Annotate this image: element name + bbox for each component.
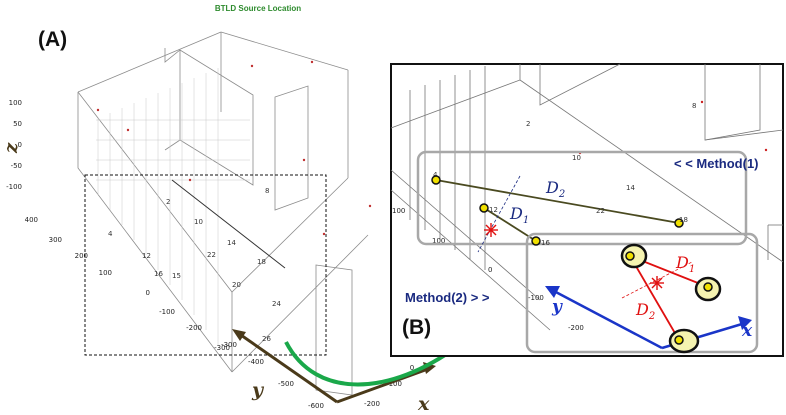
sensor-label: 2	[526, 120, 530, 128]
sensor-marker	[479, 203, 489, 213]
z-tick: -100	[6, 183, 22, 191]
x-tick: -200	[364, 400, 380, 408]
sensor-label: 22	[596, 207, 605, 215]
sensor-marker	[674, 218, 684, 228]
method1-line-d1	[483, 207, 537, 242]
x-tick: -100	[386, 380, 402, 388]
panel-a-sensor-labels: 2 4 8 10 12 14 15 16 18 20 22 24 26	[108, 187, 281, 343]
y-tick: -200	[186, 324, 202, 332]
sensor-label: 18	[257, 258, 266, 266]
z-tick: 0	[18, 141, 22, 149]
panel-a-points	[96, 60, 372, 236]
main-x-axis-label: x	[417, 393, 430, 415]
inset-tick: 100	[392, 207, 405, 215]
y-axis-ticks: 400 300 200 100 0 -100 -200 -300	[25, 216, 230, 352]
z-tick: 50	[13, 120, 22, 128]
x-tick: -600	[308, 402, 324, 410]
x-tick: -400	[248, 358, 264, 366]
y-tick: 300	[49, 236, 62, 244]
sensor-label: 14	[626, 184, 635, 192]
sensor-label: 14	[227, 239, 236, 247]
sensor-label: 10	[194, 218, 203, 226]
source-star-bottom	[650, 276, 664, 290]
sensor-highlight	[668, 328, 700, 354]
source-star-top	[484, 223, 498, 237]
zoom-region-box	[84, 174, 327, 356]
sensor-label: 24	[272, 300, 281, 308]
method2-label: Method(2) > >	[405, 290, 490, 305]
inset-y-axis-label: y	[551, 297, 563, 317]
d2-bottom-label: D2	[635, 300, 655, 322]
panel-a-wireframe	[77, 31, 369, 396]
panel-b-inset	[390, 63, 784, 357]
method2-bisector	[621, 261, 693, 299]
sensor-label: 10	[572, 154, 581, 162]
z-tick: 100	[9, 99, 22, 107]
sensor-label: 15	[172, 272, 181, 280]
method1-group-box	[416, 150, 748, 246]
method1-label: < < Method(1)	[674, 156, 759, 171]
d1-bottom-label: D1	[675, 253, 695, 275]
y-tick: 100	[99, 269, 112, 277]
x-tick: -300	[221, 341, 237, 349]
d1-top-label: D1	[509, 204, 529, 226]
panel-b-tick-labels: 100 100 0 -100 -200	[392, 207, 584, 332]
inset-y-arrowhead	[545, 286, 560, 298]
sensor-label: 16	[154, 270, 163, 278]
panel-a-label: (A)	[38, 28, 67, 51]
method1-line-d2	[435, 179, 680, 224]
figure-title: BTLD Source Location	[215, 4, 301, 13]
y-tick: 400	[25, 216, 38, 224]
inset-x-arrowhead	[738, 316, 752, 330]
sensor-marker	[531, 236, 541, 246]
x-tick: -500	[278, 380, 294, 388]
inset-tick: -200	[568, 324, 584, 332]
y-tick: -100	[159, 308, 175, 316]
sensor-label: 18	[679, 216, 688, 224]
panel-b-label: (B)	[402, 316, 431, 339]
sensor-label: 16	[541, 239, 550, 247]
inset-tick: 100	[432, 237, 445, 245]
sensor-marker	[674, 335, 684, 345]
method2-line-d2	[629, 255, 680, 341]
sensor-label: 20	[232, 281, 241, 289]
main-y-axis-label: y	[251, 379, 265, 401]
sensor-label: 8	[265, 187, 269, 195]
y-tick: 0	[146, 289, 150, 297]
panel-a-method-line	[171, 179, 286, 269]
sensor-label: 22	[207, 251, 216, 259]
sensor-marker	[625, 251, 635, 261]
method2-group-box	[525, 232, 759, 354]
sensor-label: 12	[142, 252, 151, 260]
z-tick: -50	[11, 162, 22, 170]
sensor-label: 26	[262, 335, 271, 343]
sensor-label: 12	[489, 206, 498, 214]
d2-top-label: D2	[545, 178, 565, 200]
panel-a-grid-lines	[96, 68, 250, 345]
inset-tick: -100	[528, 294, 544, 302]
y-tick: -300	[214, 344, 230, 352]
sensor-label: 8	[692, 102, 696, 110]
inset-x-axis-label: x	[741, 321, 753, 341]
sensor-marker	[431, 175, 441, 185]
connector-curve	[284, 341, 460, 387]
inset-tick: 0	[488, 266, 492, 274]
sensor-label: 2	[166, 198, 170, 206]
y-tick: 200	[75, 252, 88, 260]
method1-bisector	[477, 175, 521, 253]
z-axis-ticks: 100 50 0 -50 -100	[6, 99, 22, 191]
sensor-marker	[703, 282, 713, 292]
method2-sensors	[620, 243, 722, 354]
sensor-label: 4	[433, 171, 438, 179]
z-axis-label: z	[1, 142, 22, 154]
sensor-label: 4	[108, 230, 113, 238]
x-tick: 0	[410, 364, 414, 372]
